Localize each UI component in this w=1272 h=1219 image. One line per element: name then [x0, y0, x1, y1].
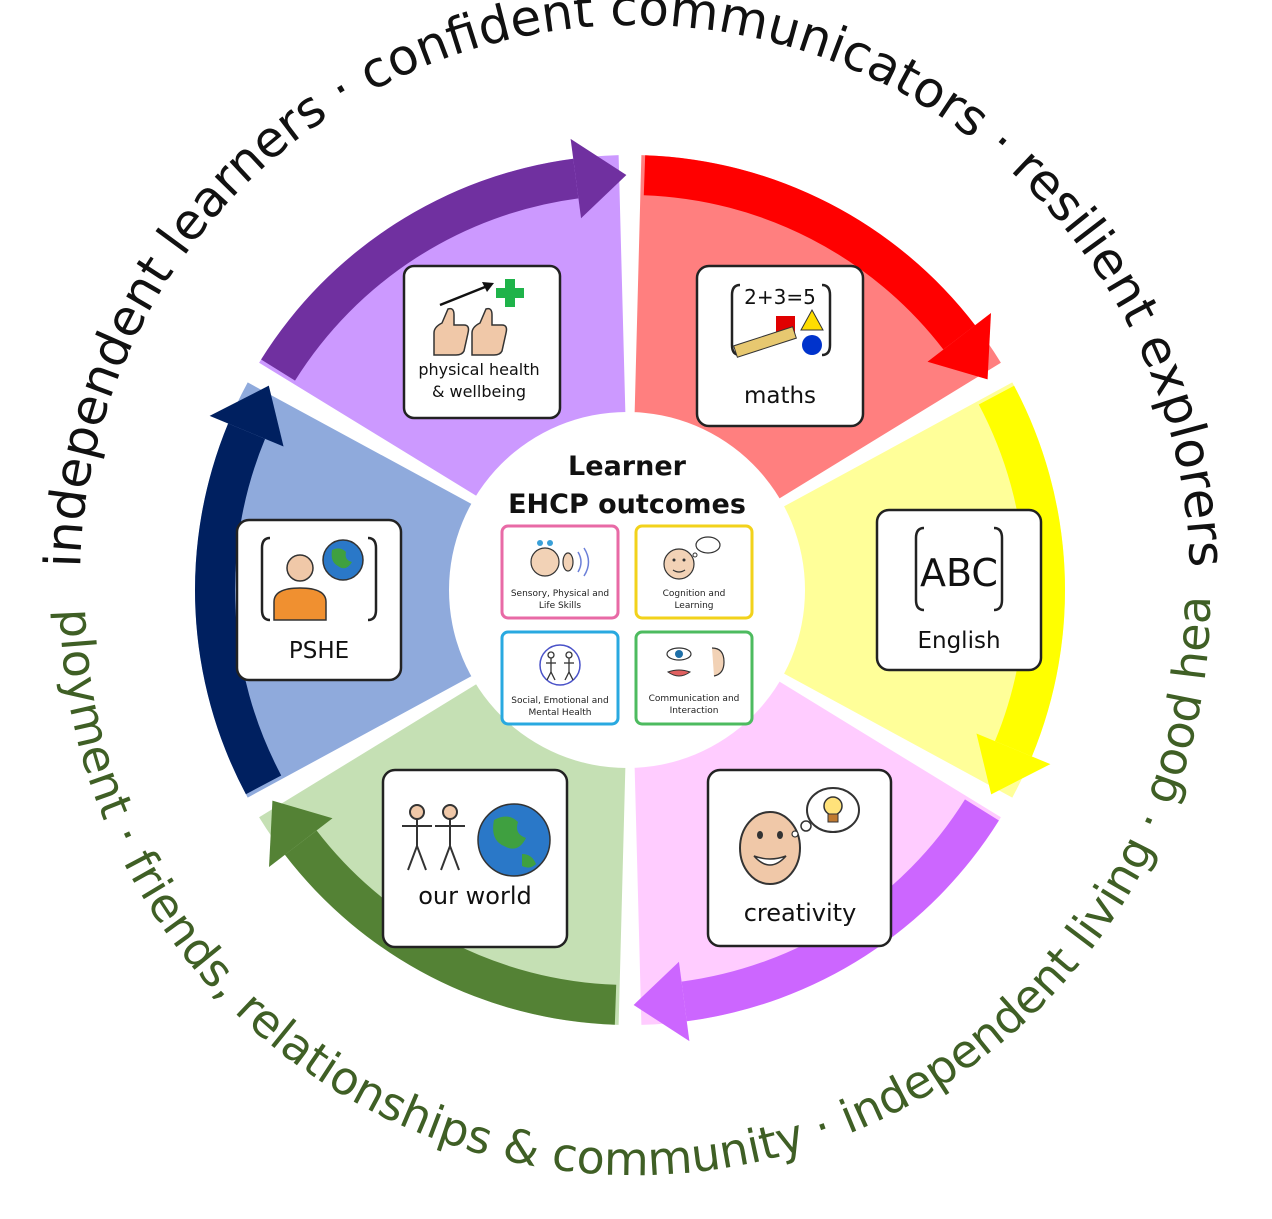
thumbs-up-progress-icon: [433, 279, 524, 356]
arrow-band-pshe: [194, 423, 282, 795]
area-label-cognition-line1: Cognition and: [663, 589, 726, 599]
arrow-head-pshe: [209, 385, 284, 447]
subject-card-creativity: creativity: [706, 768, 893, 948]
area-label-communication-line2: Interaction: [670, 706, 719, 716]
area-label-sensory-line2: Life Skills: [539, 601, 582, 611]
arrow-head-physical-health: [570, 138, 627, 219]
maths-icon: 2+3=5: [730, 283, 832, 358]
arrow-head-maths: [927, 313, 991, 380]
area-label-cognition-line2: Learning: [674, 601, 713, 611]
subject-label-maths: maths: [744, 383, 816, 409]
area-label-social-line1: Social, Emotional and: [511, 696, 608, 706]
subject-label-creativity: creativity: [744, 899, 857, 927]
subject-card-our-world: our world: [381, 768, 569, 949]
subject-card-english: ABC English: [875, 508, 1043, 672]
maths-equation-text: 2+3=5: [744, 285, 816, 309]
subject-label-physical-health-line2: & wellbeing: [432, 382, 526, 401]
subject-label-pshe: PSHE: [289, 638, 349, 664]
subject-card-pshe: PSHE: [235, 518, 403, 682]
group-of-people-icon: [539, 644, 581, 686]
area-card-sensory: Sensory, Physical and Life Skills: [500, 524, 620, 620]
people-and-globe-icon: [402, 803, 551, 877]
area-card-cognition: Cognition and Learning: [634, 524, 754, 620]
area-card-social: Social, Emotional and Mental Health: [500, 630, 620, 726]
center-title-line2: EHCP outcomes: [508, 489, 746, 520]
subject-label-physical-health-line1: physical health: [418, 360, 539, 379]
abc-text: ABC: [920, 551, 998, 595]
thinking-face-icon: [663, 536, 721, 580]
area-label-sensory-line1: Sensory, Physical and: [511, 589, 609, 599]
abc-text-icon: ABC: [914, 526, 1004, 612]
subject-label-our-world: our world: [418, 882, 531, 910]
eye-ear-mouth-icon: [666, 647, 725, 677]
arrow-head-english: [976, 733, 1051, 795]
arrow-band-our-world: [284, 830, 617, 1025]
person-and-globe-icon: [260, 536, 378, 622]
area-label-social-line2: Mental Health: [529, 708, 592, 718]
center-title-line1: Learner: [568, 451, 687, 482]
idea-face-icon: [739, 787, 860, 885]
wheel-arrows: [194, 138, 1065, 1042]
subject-card-physical-health: physical health & wellbeing: [402, 264, 562, 420]
arrow-band-maths: [643, 155, 976, 350]
subject-label-english: English: [917, 628, 1000, 654]
arrow-band-physical-health: [261, 158, 579, 381]
arrow-band-creativity: [681, 799, 999, 1022]
arrow-band-english: [978, 385, 1065, 757]
area-label-communication-line1: Communication and: [649, 694, 740, 704]
arrow-head-creativity: [633, 961, 690, 1042]
sensory-icon: [530, 540, 590, 577]
arrow-head-our-world: [269, 800, 333, 867]
subject-card-maths: 2+3=5 maths: [695, 264, 865, 428]
area-card-communication: Communication and Interaction: [634, 630, 754, 726]
